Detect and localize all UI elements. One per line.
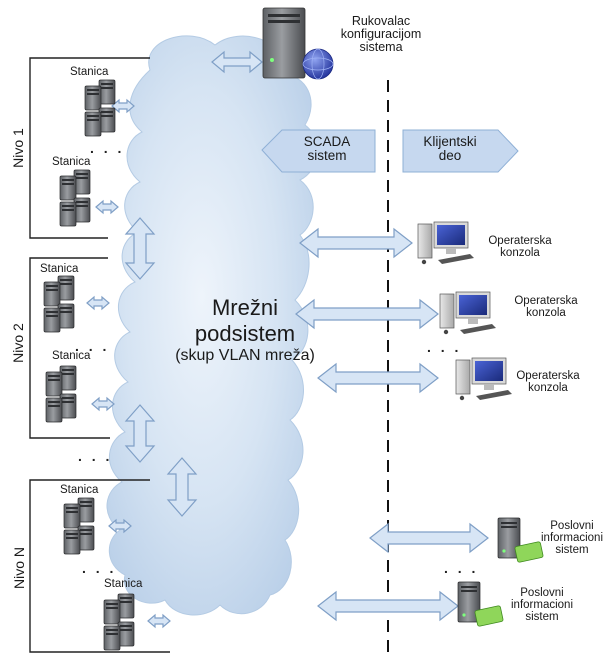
levelN-label: Nivo N [11,546,28,590]
ellipsis: . . . [427,339,462,355]
operator-consoles [417,221,512,401]
business-label-line2: informacioni [511,599,573,612]
console-label-line2: konzola [526,307,566,320]
server-cluster-icon [63,497,95,555]
ellipsis: . . . [78,448,113,464]
server-cluster-icon [43,275,75,333]
business-label-line3: sistem [525,611,559,624]
arrow-station-2b [91,396,115,412]
operator-pc-icon [417,221,474,265]
console-label: Operaterska konzola [508,370,588,394]
business-server-icon [497,517,544,563]
arrow-business-2 [317,590,459,622]
level-frames [29,57,170,653]
station-label: Stanica [52,156,91,168]
console-label-line1: Operaterska [514,295,578,307]
business-label-line1: Poslovni [520,587,564,599]
station-label: Stanica [52,350,91,362]
arrow-business-1 [369,522,489,554]
business-systems [457,517,544,627]
station-label: Stanica [40,263,79,275]
arrow-station-nb [147,613,171,629]
network-subtitle: (skup VLAN mreža) [175,347,315,364]
scada-label-line1: SCADA [303,134,351,149]
business-label: Poslovni informacioni sistem [530,520,614,556]
client-label: Klijentski deo [405,134,495,164]
scada-chevron [261,129,376,173]
arrow-config [211,50,263,74]
config-manager-label: Rukovalac konfiguracijom sistema [336,14,426,55]
network-title-line1: Mrežni [211,295,278,320]
station-label: Stanica [70,66,109,78]
level1-label: Nivo 1 [9,128,26,168]
server-cluster-icon [59,169,91,227]
server-cluster-icon [103,593,135,651]
arrow-vertical-1 [124,217,156,280]
arrow-vertical-2 [124,404,156,463]
arrow-console-1 [299,227,413,259]
server-cluster-icon [45,365,77,423]
business-label-line2: informacioni [541,532,603,545]
level2-frame [29,257,110,439]
ellipsis: . . . [444,560,479,576]
console-label-line2: konzola [528,382,568,395]
network-title-line2: podsistem [194,321,296,346]
console-label-line1: Operaterska [516,370,580,382]
business-label-line1: Poslovni [550,520,594,532]
arrow-station-2a [86,295,110,311]
ellipsis: . . . [82,560,117,576]
client-label-line2: deo [438,148,462,164]
arrow-console-2 [295,298,439,330]
business-server-icon [457,581,504,627]
levelN-frame [29,479,170,653]
client-label-line1: Klijentski [423,134,477,149]
console-label: Operaterska konzola [480,235,560,259]
server-cluster-icon [84,79,116,137]
operator-pc-icon [439,291,496,335]
config-label-line1: Rukovalac [351,14,411,28]
client-chevron [402,129,519,173]
console-label-line2: konzola [500,247,540,260]
level2-label: Nivo 2 [9,323,26,363]
business-label: Poslovni informacioni sistem [500,587,584,623]
config-label-line3: sistema [359,40,403,55]
arrow-station-na [108,518,132,534]
arrows [86,50,489,629]
arrow-vertical-3 [166,457,198,517]
console-label: Operaterska konzola [506,295,586,319]
scada-label: SCADA sistem [284,134,370,164]
level1-frame [29,57,150,239]
station-label: Stanica [60,484,99,496]
station-label: Stanica [104,578,143,590]
scada-label-line2: sistem [307,148,347,164]
console-label-line1: Operaterska [488,235,552,247]
arrow-station-1b [95,199,119,215]
config-label-line2: konfiguracijom [340,27,422,42]
ellipsis: . . . [75,338,110,354]
ellipsis: . . . [90,140,125,156]
operator-pc-icon [455,357,512,401]
arrow-station-1a [111,98,135,114]
business-label-line3: sistem [555,544,589,557]
config-server-icon [262,7,334,80]
station-clusters [43,79,135,651]
network-title: Mrežni podsistem (skup VLAN mreža) [150,295,340,365]
arrow-console-3 [317,362,439,394]
